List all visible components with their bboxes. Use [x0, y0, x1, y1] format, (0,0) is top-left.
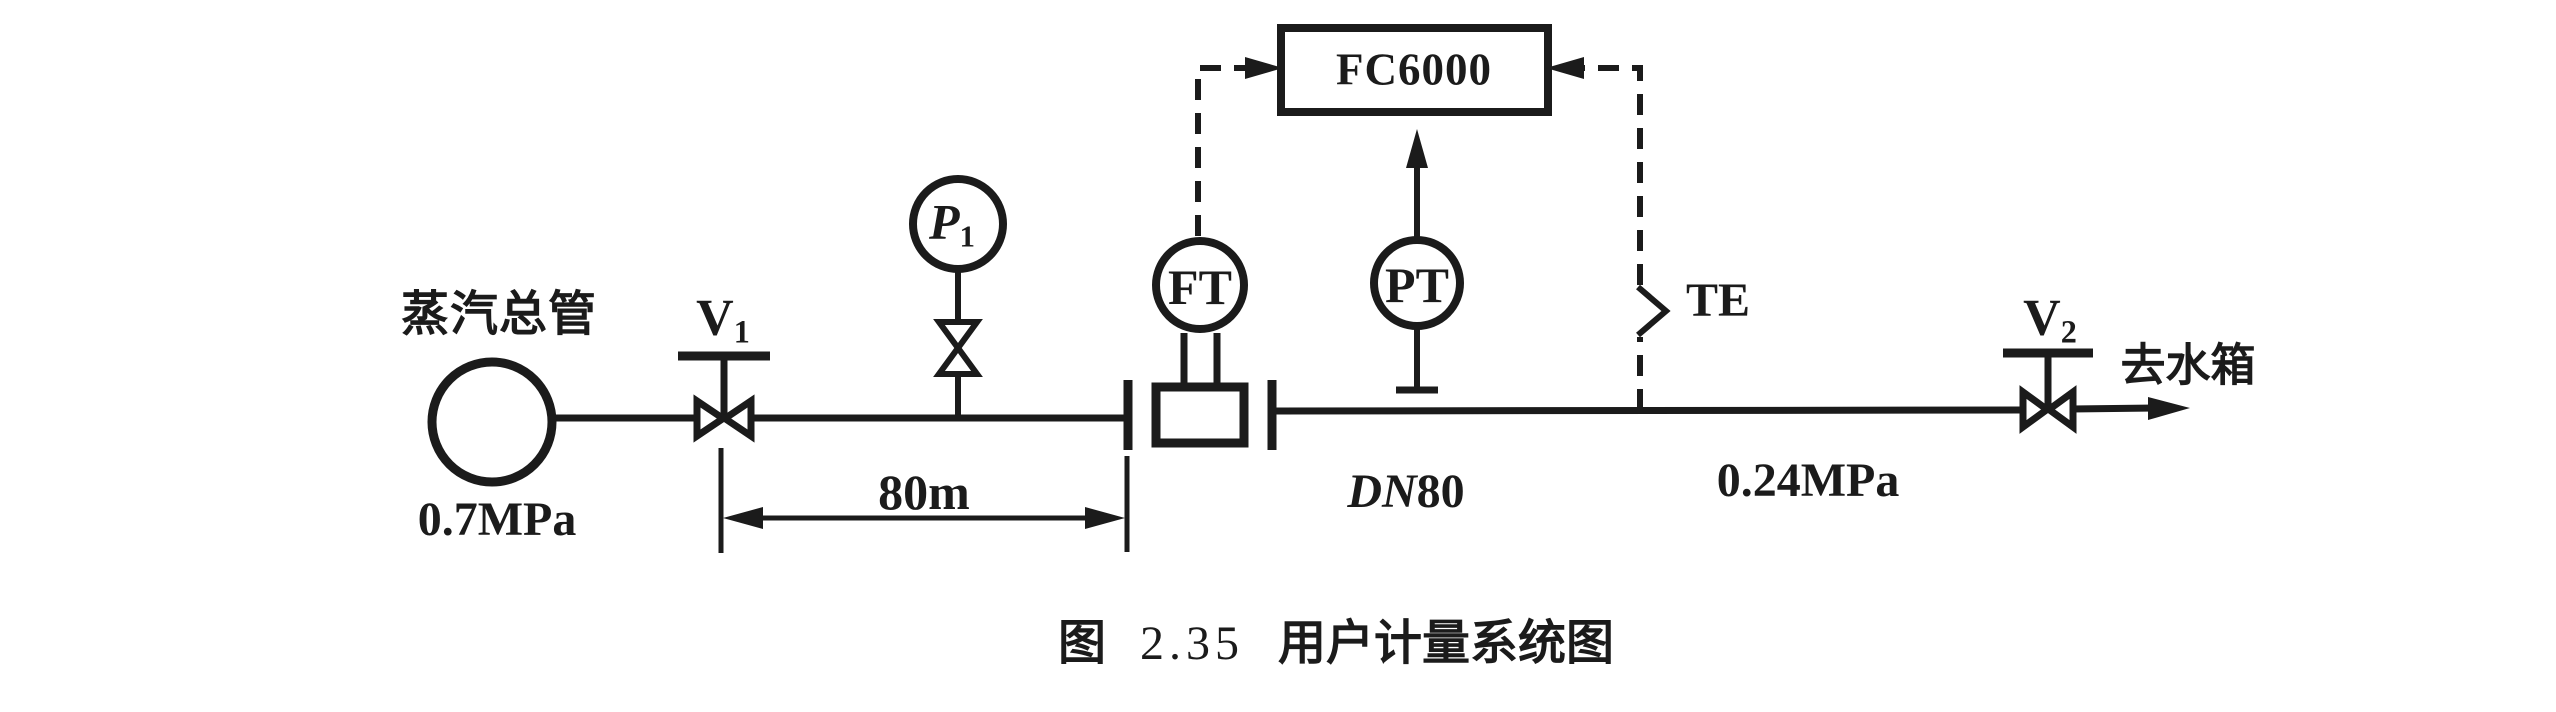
valve-v1-label: V1 [696, 289, 750, 350]
steam-main-circle [427, 357, 557, 487]
ft-signal-dashed [1195, 65, 1246, 236]
dim-arrowhead-right [1085, 507, 1125, 529]
valve-v1-body-right [718, 394, 755, 443]
steam-main-label: 蒸汽总管 [400, 288, 598, 341]
pipe-v2-to-outlet [2070, 404, 2157, 413]
fc6000-label: FC6000 [1336, 44, 1492, 95]
outlet-label: 去水箱 [2120, 340, 2256, 391]
ft-label: FT [1168, 259, 1232, 315]
pt-label: PT [1385, 257, 1449, 313]
distance-label: 80m [878, 464, 970, 520]
valve-v2-label: V2 [2023, 289, 2077, 350]
flow-element-body [1151, 382, 1249, 448]
pipe-diameter-label: DN80 [1347, 465, 1465, 518]
flow-computer-box [1277, 24, 1552, 116]
steam-pressure-label: 0.7MPa [417, 493, 577, 546]
gauge-p1-circle [909, 175, 1007, 273]
te-signal-arrowhead [1546, 57, 1584, 79]
te-break-chevron [1636, 284, 1671, 338]
ft-signal-arrowhead [1245, 57, 1283, 79]
te-signal-upper-dashed [1579, 65, 1643, 285]
line-pressure-label: 0.24MPa [1716, 454, 1900, 507]
valve-v1-body-left [693, 394, 730, 443]
needle-valve-bottom [933, 342, 983, 377]
outlet-arrowhead [2148, 397, 2190, 420]
flow-transmitter-circle [1152, 237, 1248, 333]
needle-valve-top [933, 319, 983, 354]
valve-v2-body-left [2019, 385, 2053, 434]
pipe-orifice-to-v2 [1275, 406, 2026, 415]
te-label: TE [1685, 274, 1751, 327]
valve-v2-body-right [2043, 385, 2077, 434]
gauge-p1-label: P1 [928, 193, 976, 254]
dim-arrowhead-left [723, 507, 763, 529]
pt-signal-arrowhead [1406, 129, 1428, 168]
